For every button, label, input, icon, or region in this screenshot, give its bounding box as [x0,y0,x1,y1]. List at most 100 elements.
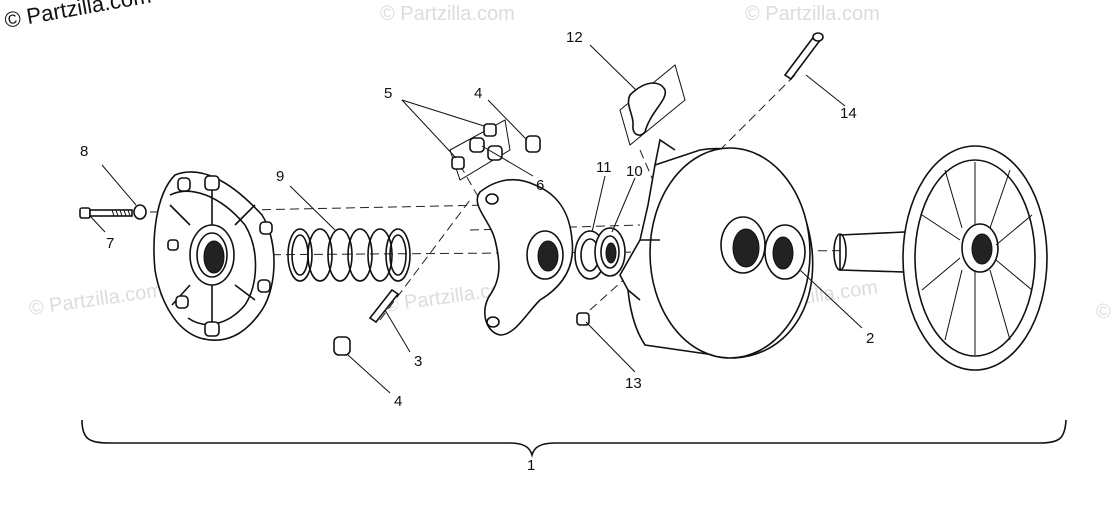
cover-hub-bore [203,240,225,274]
callout-13: 13 [625,375,642,392]
fixed-sheave [833,145,1048,371]
pin-14-head [812,32,824,42]
spider-bore [537,240,559,272]
callout-5: 5 [384,85,392,102]
leader-4-lower [347,354,391,394]
spring-inner-1 [291,234,309,276]
weight-part-12 [619,64,686,146]
spring-coil-1 [287,228,313,282]
spider-arm-hole-top [485,193,499,205]
bushing-part-2 [764,224,806,280]
bolt-shank [89,209,133,217]
watermark-top-center: © Partzilla.com [380,3,515,25]
cover-hub-mid [196,232,228,278]
spring-inner-6 [389,234,407,276]
callout-8: 8 [80,143,88,160]
weight-bracket [619,64,686,146]
bushing-10-bore [605,242,617,264]
callout-9: 9 [276,168,284,185]
fixed-sheave-shaft [839,231,906,273]
leader-13 [585,321,636,373]
bushing-10-inner [600,235,620,269]
bushing-part-6-right [487,145,503,161]
bolt-thread [111,209,131,217]
movable-sheave [619,138,814,359]
bracket-part-5-6 [449,119,511,181]
leader-4-upper [487,99,528,141]
leader-5-left [401,99,457,159]
leader-10 [611,177,636,233]
callout-4-lower: 4 [394,393,402,410]
centerline-pin-3 [379,199,471,321]
pin-body [368,288,400,324]
cover-boss-bottom-left [175,295,189,309]
washer-part-5-right [483,123,497,137]
spring-part-9 [287,228,411,282]
sheave-bore [732,228,760,268]
cover-plate [153,171,275,341]
bushing-part-6-left [469,137,485,153]
sheave-towers [627,138,676,301]
leader-12 [589,44,637,91]
roller-part-4-upper [525,135,541,153]
spider [476,178,574,336]
fixed-sheave-bore [971,233,993,265]
cover-boss-right-lower [257,279,271,293]
leader-3 [384,309,411,353]
watermark-top-right: © Partzilla.com [745,3,880,25]
fixed-sheave-inner-rim [914,159,1036,357]
assembly-bracket [81,419,1067,458]
fixed-sheave-spokes [921,162,1033,355]
callout-labels: 1 2 3 4 4 5 6 7 8 9 10 11 12 13 14 [80,29,874,474]
spring-coil-5 [367,228,393,282]
callout-4-upper: 4 [474,85,482,102]
leader-9 [289,185,336,231]
pin-part-14 [783,32,824,81]
leader-7 [89,215,106,233]
leader-14 [805,74,846,107]
callout-10: 10 [626,163,643,180]
cover-boss-bottom [204,321,220,337]
bolt-head [79,207,91,219]
callout-2: 2 [866,330,874,347]
callout-1: 1 [527,457,535,474]
roller-part-4-lower [333,336,351,356]
watermark-main: © Partzilla.com [3,0,153,33]
callout-3: 3 [414,353,422,370]
cover-boss-right-upper [259,221,273,235]
watermark-left: © Partzilla.com [28,279,165,320]
weight-body [627,82,667,136]
spider-arm-hole-bottom [486,316,500,328]
leader-2 [799,269,863,329]
spring-coil-3 [327,228,353,282]
washer-part-8 [133,204,147,220]
spring-coil-4 [347,228,373,282]
leader-11 [591,175,606,233]
spring-coil-6 [385,228,411,282]
leader-lines [89,44,863,456]
cover-inner-rim [169,190,257,326]
cover-boss-top [204,175,220,191]
callout-12: 12 [566,29,583,46]
cover-ribs [169,185,256,330]
washer-part-5-left [451,156,465,170]
cover-boss-left [167,239,179,251]
shaft-end [833,233,847,271]
leader-8 [101,164,137,206]
pin-14-body [783,33,823,81]
leader-6 [481,145,534,177]
cover-boss-top-left [177,177,191,192]
watermark-edge: © [1096,301,1111,323]
spider-body [476,178,574,336]
callout-11: 11 [596,159,612,176]
bushing-2-bore [772,236,794,270]
sheave-face [649,147,811,359]
callout-14: 14 [840,105,857,122]
centerline-pin-14 [719,74,796,151]
callout-7: 7 [106,235,114,252]
bushing-part-10 [594,227,626,277]
callout-6: 6 [536,177,544,194]
centerline-rollers [459,164,481,201]
bolt-part-7 [79,207,133,219]
